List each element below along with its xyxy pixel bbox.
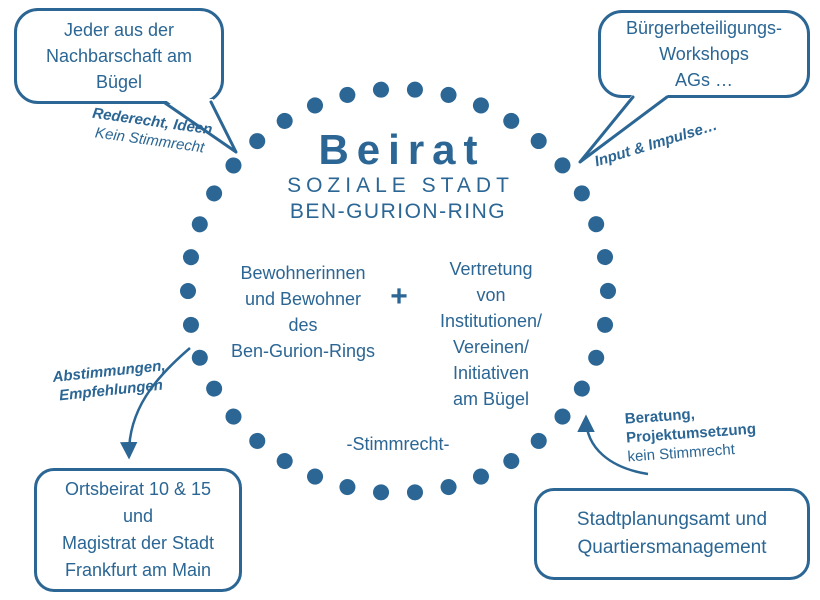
bubble-workshops-line: Bürgerbeteiligungs- bbox=[625, 18, 783, 38]
label-rederecht: Rederecht, Ideen Kein Stimmrecht bbox=[74, 102, 228, 161]
residents-group-line: des bbox=[288, 315, 318, 335]
institutions-group-line: von bbox=[476, 285, 506, 305]
residents-group-line: und Bewohner bbox=[244, 289, 362, 309]
label-input-impulse-bold: Input & Impulse… bbox=[592, 116, 720, 171]
bubble-neighborhood: Jeder aus der Nachbarschaft am Bügel bbox=[14, 8, 224, 104]
institutions-group-line: Vereinen/ bbox=[452, 337, 530, 357]
box-stadtplanungsamt: Stadtplanungsamt und Quartiersmanagement bbox=[534, 488, 810, 580]
institutions-group-line: Institutionen/ bbox=[439, 311, 543, 331]
residents-group-line: Bewohnerinnen bbox=[240, 263, 366, 283]
box-stadtplanungsamt-line: Quartiersmanagement bbox=[577, 537, 767, 558]
institutions-group: Vertretung von Institutionen/ Vereinen/ … bbox=[408, 256, 574, 412]
circle-subtitle-ben-gurion-ring: BEN-GURION-RING bbox=[289, 200, 507, 223]
box-ortsbeirat-line: Ortsbeirat 10 & 15 bbox=[64, 479, 212, 499]
institutions-group-line: Initiativen bbox=[452, 363, 530, 383]
circle-title: Beirat bbox=[318, 126, 486, 173]
label-beratung: Beratung, Projektumsetzung kein Stimmrec… bbox=[624, 398, 788, 466]
box-ortsbeirat-line: und bbox=[122, 506, 154, 526]
bubble-neighborhood-line: Bügel bbox=[95, 72, 143, 92]
box-ortsbeirat-line: Magistrat der Stadt bbox=[61, 533, 215, 553]
bubble-workshops-line: Workshops bbox=[659, 44, 749, 64]
bubble-neighborhood-line: Jeder aus der bbox=[63, 20, 175, 40]
box-ortsbeirat: Ortsbeirat 10 & 15 und Magistrat der Sta… bbox=[34, 468, 242, 592]
bubble-workshops: Bürgerbeteiligungs- Workshops AGs … bbox=[598, 10, 810, 98]
residents-group-line: Ben-Gurion-Rings bbox=[230, 341, 376, 361]
circle-subtitle-soziale-stadt: SOZIALE STADT bbox=[287, 174, 514, 197]
bubble-neighborhood-line: Nachbarschaft am bbox=[45, 46, 193, 66]
label-input-impulse: Input & Impulse… bbox=[577, 111, 736, 176]
box-stadtplanungsamt-line: Stadtplanungsamt und bbox=[576, 509, 768, 530]
institutions-group-line: Vertretung bbox=[449, 259, 533, 279]
residents-group: Bewohnerinnen und Bewohner des Ben-Gurio… bbox=[218, 260, 388, 364]
institutions-group-line: am Bügel bbox=[452, 389, 530, 409]
box-ortsbeirat-line: Frankfurt am Main bbox=[64, 560, 212, 580]
voting-right-note: -Stimmrecht- bbox=[346, 434, 450, 454]
label-abstimmungen: Abstimmungen, Empfehlungen bbox=[38, 355, 181, 407]
bubble-workshops-line: AGs … bbox=[674, 70, 733, 90]
